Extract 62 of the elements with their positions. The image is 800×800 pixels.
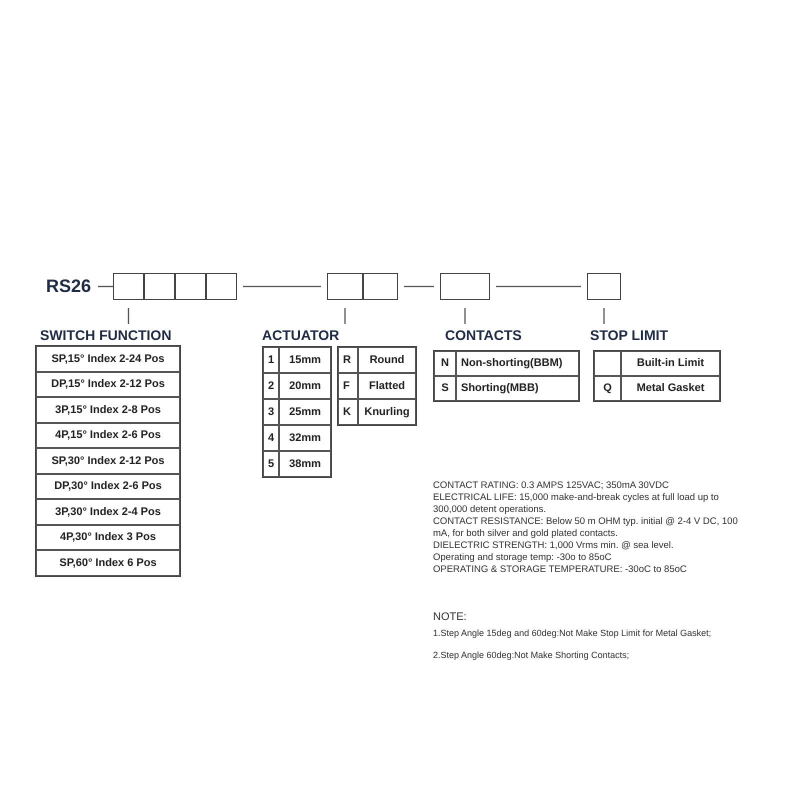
connector-line — [243, 286, 321, 288]
note-text: 2.Step Angle 60deg:Not Make Shorting Contacts; — [433, 649, 630, 662]
table-cell: 4P,30° Index 3 Pos — [36, 524, 180, 550]
code-box — [327, 273, 363, 300]
table-cell: Q — [594, 376, 621, 401]
code-box — [206, 273, 237, 300]
table-cell: 32mm — [279, 425, 331, 451]
table-cell: 3P,15° Index 2-8 Pos — [36, 397, 180, 422]
table-cell: K — [338, 399, 358, 425]
table-cell: 5 — [263, 451, 279, 477]
section-heading: ACTUATOR — [262, 326, 340, 344]
table-cell: Knurling — [358, 399, 416, 425]
table-cell: SP,15° Index 2-24 Pos — [36, 346, 180, 372]
code-box — [144, 273, 175, 300]
section-heading: SWITCH FUNCTION — [40, 326, 172, 344]
table-cell: SP,30° Index 2-12 Pos — [36, 448, 180, 474]
code-box — [440, 273, 490, 300]
table-cell: N — [434, 351, 456, 376]
table-cell: Shorting(MBB) — [456, 376, 579, 401]
table-cell: DP,30° Index 2-6 Pos — [36, 474, 180, 499]
table-cell: 15mm — [279, 347, 331, 373]
connector-line — [404, 286, 434, 288]
spec-text: DIELECTRIC STRENGTH: 1,000 Vrms min. @ sea level. — [433, 540, 675, 552]
code-box — [113, 273, 144, 300]
table-cell: 4P,15° Index 2-6 Pos — [36, 422, 180, 448]
connector-line — [98, 286, 113, 288]
table-cell: S — [434, 376, 456, 401]
section-heading: CONTACTS — [445, 326, 522, 344]
table-cell: F — [338, 373, 358, 399]
table-cell: 3 — [263, 399, 279, 425]
table-cell: 20mm — [279, 373, 331, 399]
leader-line — [464, 308, 466, 324]
note-text: 1.Step Angle 15deg and 60deg:Not Make Stop Limit for Metal Gasket; — [433, 627, 712, 640]
code-box — [363, 273, 398, 300]
spec-text: CONTACT RESISTANCE: Below 50 m OHM typ. initial @ 2-4 V DC, 100 mA, for both silver and gold plated contacts. — [433, 516, 739, 540]
note-heading: NOTE: — [433, 610, 467, 625]
leader-line — [128, 308, 130, 324]
leader-line — [603, 308, 605, 324]
code-box — [175, 273, 206, 300]
leader-line — [344, 308, 346, 324]
table-cell: 4 — [263, 425, 279, 451]
table-cell: 1 — [263, 347, 279, 373]
table-cell: Metal Gasket — [621, 376, 720, 401]
table-cell: DP,15° Index 2-12 Pos — [36, 372, 180, 397]
spec-text: OPERATING & STORAGE TEMPERATURE: -30oC to 85oC — [433, 564, 688, 576]
table-cell: Round — [358, 347, 416, 373]
model-code: RS26 — [46, 274, 98, 298]
spec-text: Operating and storage temp: -30o to 85oC — [433, 552, 613, 564]
table-cell: Built-in Limit — [621, 351, 720, 376]
connector-line — [496, 286, 581, 288]
table-cell: R — [338, 347, 358, 373]
table-cell: 3P,30° Index 2-4 Pos — [36, 499, 180, 524]
table-cell: Non-shorting(BBM) — [456, 351, 579, 376]
spec-text: ELECTRICAL LIFE: 15,000 make-and-break cycles at full load up to 300,000 detent operations. — [433, 492, 720, 516]
table-cell: SP,60° Index 6 Pos — [36, 550, 180, 576]
table-cell: 38mm — [279, 451, 331, 477]
section-heading: STOP LIMIT — [590, 326, 668, 344]
table-cell: 2 — [263, 373, 279, 399]
code-box — [587, 273, 621, 300]
spec-text: CONTACT RATING: 0.3 AMPS 125VAC; 350mA 30VDC — [433, 480, 670, 492]
table-cell: 25mm — [279, 399, 331, 425]
table-cell: Flatted — [358, 373, 416, 399]
